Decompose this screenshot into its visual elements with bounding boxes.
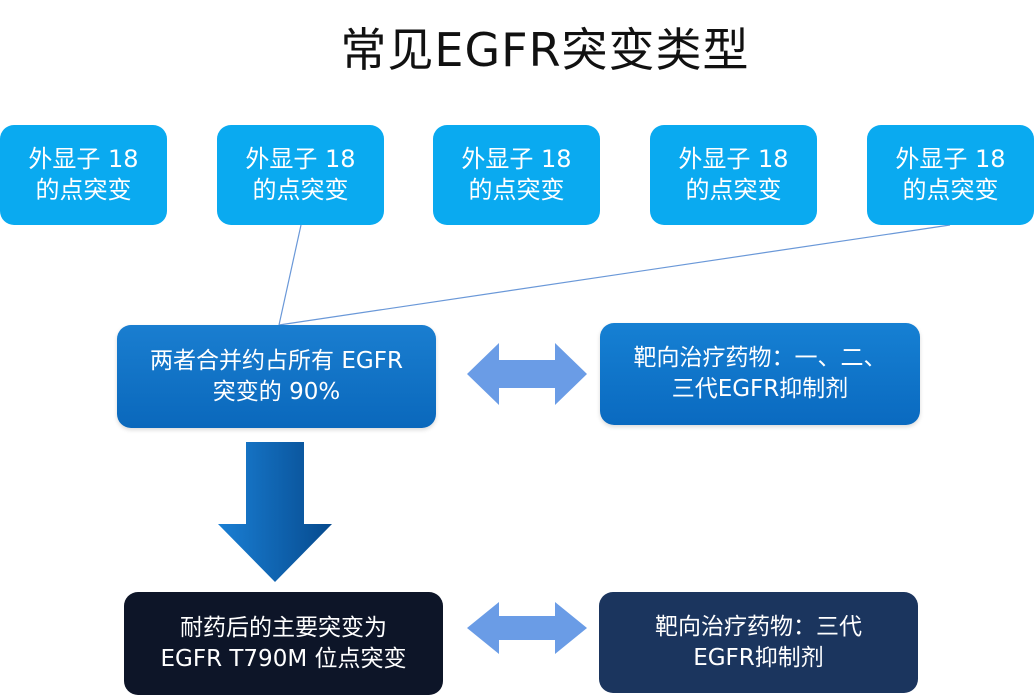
- top-box-2: 外显子 18 的点突变: [217, 125, 384, 225]
- top-box-5-line1: 外显子 18: [895, 145, 1006, 173]
- combined-share-line1: 两者合并约占所有 EGFR: [150, 347, 403, 374]
- top-box-4-line2: 的点突变: [685, 176, 782, 204]
- double-arrow-bottom: [467, 602, 587, 654]
- connector-line-box2: [278, 224, 302, 326]
- top-box-4: 外显子 18 的点突变: [650, 125, 817, 225]
- targeted-therapy-line2: 三代EGFR抑制剂: [671, 376, 849, 402]
- combined-share-box: 两者合并约占所有 EGFR 突变的 90%: [117, 325, 436, 428]
- top-box-2-line1: 外显子 18: [245, 145, 356, 173]
- top-box-1: 外显子 18 的点突变: [0, 125, 167, 225]
- top-box-1-line2: 的点突变: [35, 176, 132, 204]
- top-box-4-line1: 外显子 18: [678, 145, 789, 173]
- third-gen-therapy-box: 靶向治疗药物：三代 EGFR抑制剂: [599, 592, 918, 693]
- resistance-mutation-box: 耐药后的主要突变为 EGFR T790M 位点突变: [124, 592, 443, 695]
- down-arrow: [218, 442, 332, 582]
- top-box-1-line1: 外显子 18: [28, 145, 139, 173]
- top-box-3: 外显子 18 的点突变: [433, 125, 600, 225]
- resistance-mutation-line1: 耐药后的主要突变为: [179, 614, 387, 641]
- third-gen-therapy-line1: 靶向治疗药物：三代: [655, 613, 862, 640]
- combined-share-line2: 突变的 90%: [212, 378, 341, 405]
- resistance-mutation-line2: EGFR T790M 位点突变: [160, 645, 407, 672]
- top-box-5-line2: 的点突变: [902, 176, 999, 204]
- targeted-therapy-box: 靶向治疗药物：一、二、 三代EGFR抑制剂: [600, 323, 920, 425]
- double-arrow-top: [467, 343, 587, 405]
- top-box-5: 外显子 18 的点突变: [867, 125, 1034, 225]
- top-box-3-line2: 的点突变: [468, 176, 565, 204]
- top-box-3-line1: 外显子 18: [461, 145, 572, 173]
- top-box-2-line2: 的点突变: [252, 176, 349, 204]
- connector-line-box5: [278, 224, 951, 326]
- page-title: 常见EGFR突变类型: [340, 23, 750, 77]
- targeted-therapy-line1: 靶向治疗药物：一、二、: [633, 345, 887, 371]
- third-gen-therapy-line2: EGFR抑制剂: [693, 644, 824, 671]
